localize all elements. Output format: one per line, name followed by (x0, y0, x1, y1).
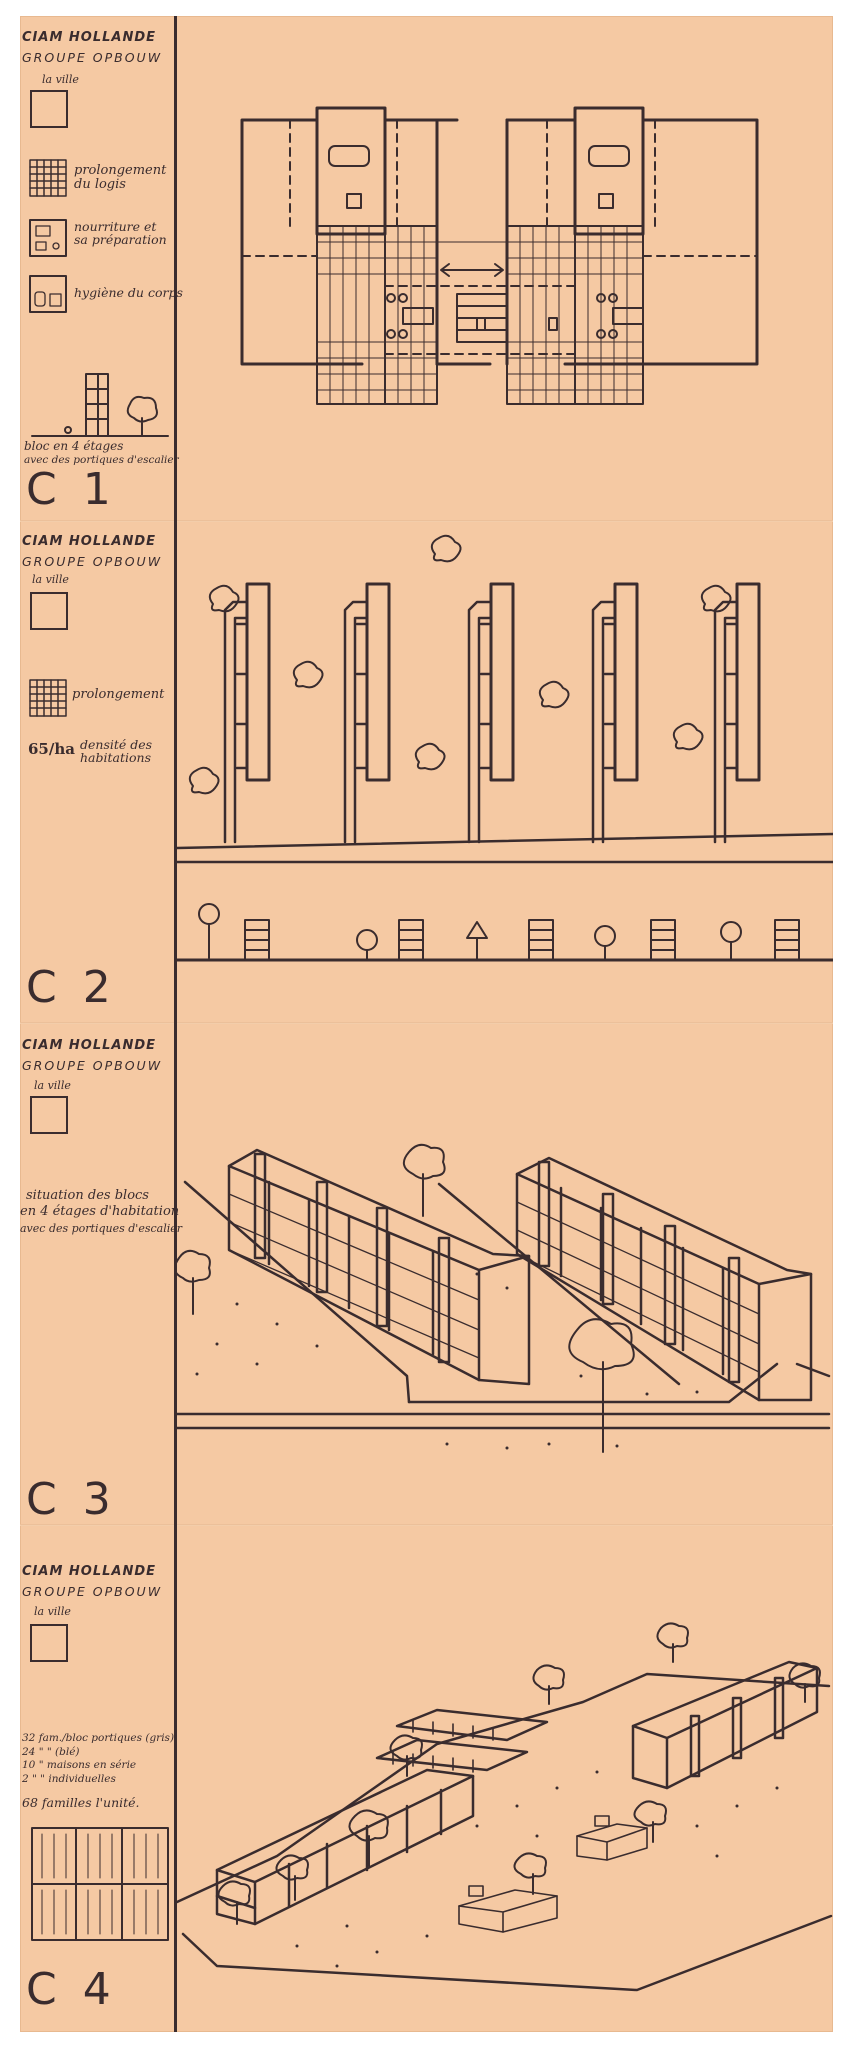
la-ville-square-icon (30, 1624, 68, 1662)
header-opbouw: GROUPE OPBOUW (22, 1584, 163, 1599)
header-ciam: CIAM HOLLANDE (22, 1038, 157, 1053)
fold-line (20, 1022, 833, 1024)
panel-code: C 3 (26, 1474, 117, 1525)
header-opbouw: GROUPE OPBOUW (22, 50, 163, 65)
header-ciam: CIAM HOLLANDE (22, 1564, 157, 1579)
panel-code: C 4 (26, 1964, 117, 2015)
perspective-drawing-c4 (177, 1526, 833, 2032)
legend-nourriture: nourriture et sa préparation (74, 220, 167, 246)
la-ville-square-icon (30, 90, 68, 128)
legend-la-ville-label: la ville (34, 1605, 71, 1618)
density-line1: densité des (80, 737, 153, 752)
drawing-sheet: CIAM HOLLANDE GROUPE OPBOUW la ville pro… (20, 16, 833, 2032)
panel-code: C 2 (26, 962, 117, 1013)
situation-line2: en 4 étages d'habitation (20, 1204, 180, 1220)
header-ciam: CIAM HOLLANDE (22, 534, 157, 549)
legend-prolongement: prolongement du logis (74, 164, 166, 191)
legend-la-ville-label: la ville (42, 73, 79, 86)
nourriture-line2: sa préparation (74, 232, 167, 248)
nourriture-line1: nourriture et (74, 219, 157, 234)
panel-c1: CIAM HOLLANDE GROUPE OPBOUW la ville pro… (20, 16, 833, 520)
grid-icon (29, 679, 67, 717)
situation-line1: situation des blocs (26, 1188, 149, 1203)
legend-hygiene: hygiène du corps (74, 285, 183, 300)
perspective-drawing-c3 (177, 1024, 833, 1524)
situation-line3: avec des portiques d'escalier (20, 1221, 183, 1235)
stat-line3: 10 " maisons en série (22, 1759, 137, 1772)
kitchen-icon (29, 219, 67, 257)
prolongement-line2: du logis (74, 176, 126, 192)
panel-c2: CIAM HOLLANDE GROUPE OPBOUW la ville pro… (20, 522, 833, 1022)
legend-column: CIAM HOLLANDE GROUPE OPBOUW la ville pro… (20, 16, 183, 520)
la-ville-square-icon (30, 592, 68, 630)
legend-density: densité des habitations (80, 738, 152, 764)
legend-la-ville-label: la ville (32, 573, 69, 586)
facade-grid-icon (31, 1827, 169, 1941)
fold-line (20, 520, 833, 522)
la-ville-square-icon (30, 1096, 68, 1134)
legend-prolongement: prolongement (72, 687, 165, 702)
legend-column: CIAM HOLLANDE GROUPE OPBOUW la ville pro… (20, 522, 174, 1022)
density-value: 65/ha (28, 740, 75, 758)
stat-line4: 2 " " individuelles (22, 1772, 116, 1785)
panel-code: C 1 (26, 464, 117, 515)
fold-line (20, 1524, 833, 1526)
header-opbouw: GROUPE OPBOUW (22, 1058, 163, 1073)
legend-la-ville-label: la ville (34, 1079, 71, 1092)
header-ciam: CIAM HOLLANDE (22, 30, 157, 45)
legend-bloc: bloc en 4 étages avec des portiques d'es… (24, 440, 179, 466)
grid-icon (29, 159, 67, 197)
prolongement-line1: prolongement (74, 163, 167, 178)
site-plan-drawing (177, 522, 833, 1022)
bloc-line2: avec des portiques d'escalier (24, 453, 179, 466)
legend-families: 68 familles l'unité. (22, 1795, 140, 1810)
bloc-line1: bloc en 4 étages (24, 439, 124, 453)
stat-line2: 24 " " (blé) (22, 1745, 80, 1758)
panel-c4: CIAM HOLLANDE GROUPE OPBOUW la ville 32 … (20, 1526, 833, 2032)
bathroom-icon (29, 275, 67, 313)
stat-line1: 32 fam./bloc portiques (gris) (22, 1732, 175, 1744)
legend-stats: 32 fam./bloc portiques (gris) 24 " " (bl… (22, 1732, 174, 1787)
density-line2: habitations (80, 750, 151, 766)
legend-column: CIAM HOLLANDE GROUPE OPBOUW la ville 32 … (20, 1526, 174, 2032)
legend-column: CIAM HOLLANDE GROUPE OPBOUW la ville sit… (20, 1024, 182, 1525)
block-tree-icon (31, 373, 169, 437)
header-opbouw: GROUPE OPBOUW (22, 554, 163, 569)
legend-situation: situation des blocs en 4 étages d'habita… (20, 1188, 182, 1237)
vertical-divider (174, 16, 177, 2032)
floor-plan-drawing (177, 16, 833, 520)
panel-c3: CIAM HOLLANDE GROUPE OPBOUW la ville sit… (20, 1024, 833, 1525)
